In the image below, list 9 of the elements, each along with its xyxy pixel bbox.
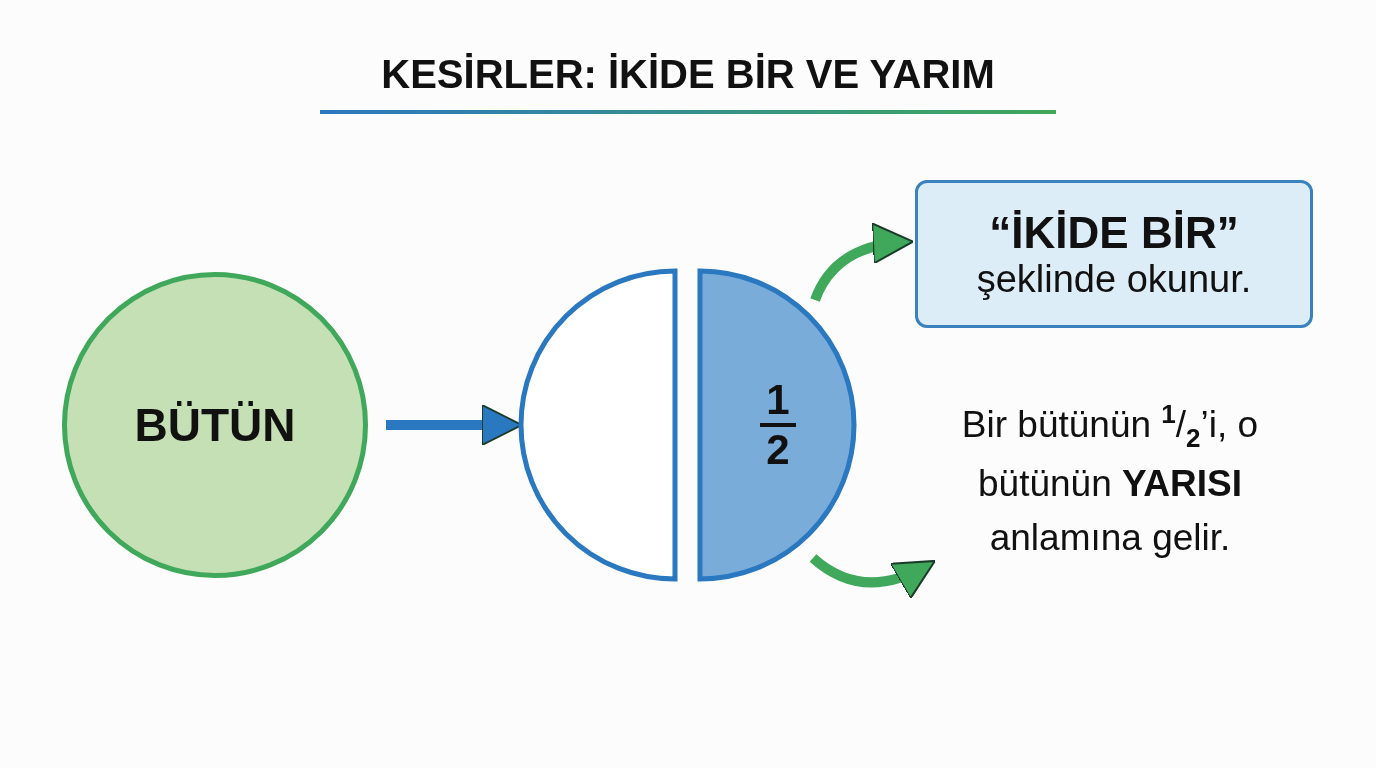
info-box — [915, 180, 1313, 328]
explanation-text: Bir bütünün $^{1}$/$_{2}$’i, o bütünün YARISI anlamına gelir. — [960, 397, 1260, 560]
box-heading: “İKİDE BİR” — [989, 207, 1239, 258]
arrow — [809, 554, 937, 599]
fraction-label: 1 2 — [760, 376, 796, 474]
title: KESİRLER: İKİDE BİR VE YARIM — [380, 52, 996, 97]
node-label: BÜTÜN — [134, 398, 296, 452]
box-text: şeklinde okunur. — [976, 257, 1252, 301]
arrow — [810, 223, 914, 302]
